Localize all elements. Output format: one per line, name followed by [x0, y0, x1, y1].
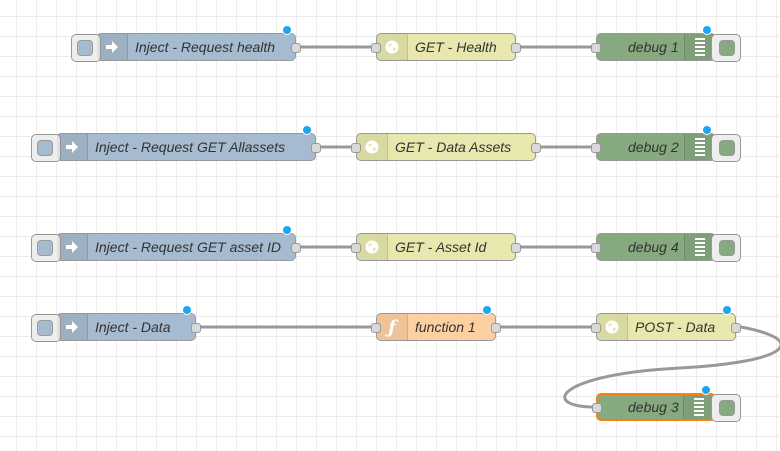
http-request-node-post-data[interactable]: POST - Data — [591, 305, 741, 341]
http-request-node-get-data-assets[interactable]: GET - Data Assets — [351, 133, 541, 161]
inject-node-data[interactable]: Inject - Data — [31, 305, 201, 342]
arrow-in-icon — [97, 34, 128, 60]
node-label: function 1 — [415, 319, 476, 335]
changed-indicator — [701, 385, 711, 395]
inject-node-request-get-asset-id[interactable]: Inject - Request GET asset ID — [31, 225, 301, 262]
debug-node-1[interactable]: debug 1 — [591, 25, 741, 62]
output-port[interactable] — [191, 323, 201, 333]
input-port[interactable] — [592, 403, 602, 413]
debug-toggle-button[interactable] — [711, 134, 741, 162]
input-port[interactable] — [371, 43, 381, 53]
input-port[interactable] — [351, 143, 361, 153]
node-label: POST - Data — [635, 319, 716, 335]
arrow-in-icon — [57, 234, 88, 260]
input-port[interactable] — [591, 323, 601, 333]
globe-icon — [597, 314, 628, 340]
node-label: Inject - Data — [95, 319, 171, 335]
list-icon — [684, 134, 715, 160]
output-port[interactable] — [511, 243, 521, 253]
input-port[interactable] — [591, 243, 601, 253]
node-label: Inject - Request GET Allassets — [95, 139, 286, 155]
function-node-1[interactable]: ƒ function 1 — [371, 305, 501, 341]
input-port[interactable] — [591, 43, 601, 53]
changed-indicator — [282, 225, 292, 235]
node-label: debug 2 — [628, 139, 679, 155]
arrow-in-icon — [57, 314, 88, 340]
changed-indicator — [702, 25, 712, 35]
inject-trigger-button[interactable] — [71, 34, 101, 62]
inject-trigger-button[interactable] — [31, 314, 61, 342]
debug-node-3[interactable]: debug 3 — [592, 385, 741, 422]
wire[interactable] — [563, 325, 780, 409]
output-port[interactable] — [311, 143, 321, 153]
node-label: debug 3 — [628, 399, 679, 415]
node-label: debug 4 — [628, 239, 679, 255]
input-port[interactable] — [351, 243, 361, 253]
node-label: GET - Health — [415, 39, 497, 55]
list-icon — [684, 34, 715, 60]
output-port[interactable] — [291, 243, 301, 253]
node-label: Inject - Request GET asset ID — [95, 239, 281, 255]
changed-indicator — [302, 125, 312, 135]
debug-toggle-button[interactable] — [711, 34, 741, 62]
inject-node-request-get-allassets[interactable]: Inject - Request GET Allassets — [31, 125, 321, 162]
node-label: debug 1 — [628, 39, 679, 55]
changed-indicator — [182, 305, 192, 315]
input-port[interactable] — [591, 143, 601, 153]
globe-icon — [357, 234, 388, 260]
inject-trigger-button[interactable] — [31, 234, 61, 262]
changed-indicator — [702, 125, 712, 135]
globe-icon — [377, 34, 408, 60]
output-port[interactable] — [531, 143, 541, 153]
node-label: Inject - Request health — [135, 39, 276, 55]
http-request-node-get-asset-id[interactable]: GET - Asset Id — [351, 233, 521, 261]
globe-icon — [357, 134, 388, 160]
input-port[interactable] — [371, 323, 381, 333]
output-port[interactable] — [731, 323, 741, 333]
function-icon: ƒ — [377, 314, 408, 340]
http-request-node-get-health[interactable]: GET - Health — [371, 33, 521, 61]
debug-toggle-button[interactable] — [711, 394, 741, 422]
changed-indicator — [282, 25, 292, 35]
output-port[interactable] — [491, 323, 501, 333]
changed-indicator — [482, 305, 492, 315]
output-port[interactable] — [291, 43, 301, 53]
inject-trigger-button[interactable] — [31, 134, 61, 162]
changed-indicator — [722, 305, 732, 315]
debug-toggle-button[interactable] — [711, 234, 741, 262]
debug-node-4[interactable]: debug 4 — [591, 233, 741, 262]
output-port[interactable] — [511, 43, 521, 53]
node-label: GET - Data Assets — [395, 139, 512, 155]
inject-node-request-health[interactable]: Inject - Request health — [71, 25, 301, 62]
arrow-in-icon — [57, 134, 88, 160]
node-label: GET - Asset Id — [395, 239, 487, 255]
list-icon — [684, 234, 715, 260]
list-icon — [683, 395, 714, 419]
debug-node-2[interactable]: debug 2 — [591, 125, 741, 162]
